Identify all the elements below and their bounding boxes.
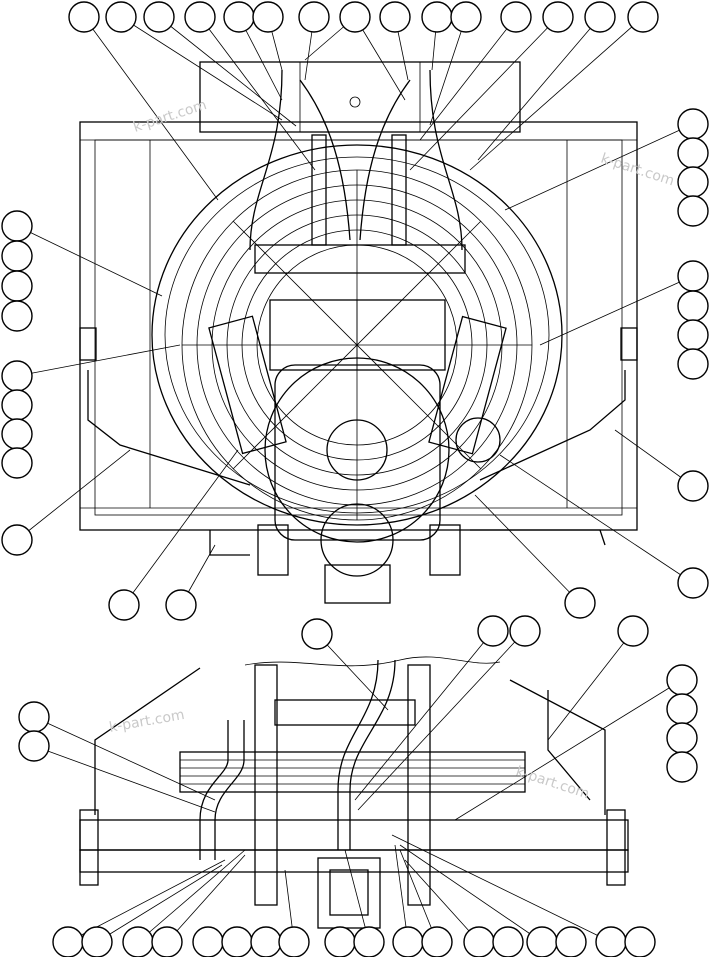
callout-bubble[interactable] [677,319,709,351]
callout-bubble[interactable] [677,166,709,198]
callout-bubble[interactable] [1,418,33,450]
callout-bubble[interactable] [463,926,495,957]
callout-bubble[interactable] [677,348,709,380]
callout-bubble[interactable] [526,926,558,957]
callout-bubble[interactable] [250,926,282,957]
callouts-top-row [68,1,659,33]
callout-bubble[interactable] [379,1,411,33]
callout-bubble[interactable] [339,1,371,33]
callout-bubble[interactable] [122,926,154,957]
callout-bubble[interactable] [421,1,453,33]
callout-bubble[interactable] [353,926,385,957]
callout-bubble[interactable] [666,664,698,696]
callout-bubble[interactable] [52,926,84,957]
callouts-left-column [1,210,33,556]
callout-bubble[interactable] [677,195,709,227]
callout-bubble[interactable] [627,1,659,33]
callout-bubble[interactable] [677,108,709,140]
callout-bubble[interactable] [492,926,524,957]
callouts-mid-row [18,587,698,783]
callouts-bottom-row [52,926,656,957]
callout-bubble[interactable] [666,722,698,754]
callouts-right-column [677,108,709,599]
callout-bubble[interactable] [392,926,424,957]
callout-bubble[interactable] [1,300,33,332]
callout-bubble[interactable] [1,270,33,302]
callout-bubble[interactable] [584,1,616,33]
callout-bubble[interactable] [677,567,709,599]
callout-bubble[interactable] [221,926,253,957]
bottom-view-drawing [79,656,629,929]
callout-bubble[interactable] [421,926,453,957]
callout-bubble[interactable] [509,615,541,647]
callout-bubble[interactable] [677,137,709,169]
callout-bubble[interactable] [1,210,33,242]
callout-bubble[interactable] [666,693,698,725]
callout-bubble[interactable] [1,447,33,479]
callout-bubble[interactable] [666,751,698,783]
callout-bubble[interactable] [252,1,284,33]
callout-bubble[interactable] [1,240,33,272]
callout-bubble[interactable] [301,618,333,650]
callout-bubble[interactable] [624,926,656,957]
callout-bubble[interactable] [1,360,33,392]
callout-bubble[interactable] [81,926,113,957]
callout-bubble[interactable] [1,389,33,421]
callout-bubble[interactable] [143,1,175,33]
callout-bubble[interactable] [165,589,197,621]
callout-bubble[interactable] [677,260,709,292]
callout-bubble[interactable] [223,1,255,33]
callout-bubble[interactable] [1,524,33,556]
callout-bubble[interactable] [555,926,587,957]
callout-bubble[interactable] [542,1,574,33]
callout-bubble[interactable] [18,701,50,733]
watermark-text: k-part.com [131,97,208,136]
callout-bubble[interactable] [108,589,140,621]
callout-bubble[interactable] [184,1,216,33]
callout-bubble[interactable] [298,1,330,33]
callout-bubble[interactable] [324,926,356,957]
callout-bubble[interactable] [477,615,509,647]
callout-bubble[interactable] [617,615,649,647]
callout-bubble[interactable] [151,926,183,957]
callout-bubble[interactable] [564,587,596,619]
callout-bubble[interactable] [450,1,482,33]
top-view-drawing [79,61,638,604]
callout-bubble[interactable] [500,1,532,33]
callout-bubble[interactable] [18,730,50,762]
callout-bubble[interactable] [105,1,137,33]
callout-bubble[interactable] [278,926,310,957]
callout-bubble[interactable] [677,290,709,322]
callout-bubble[interactable] [595,926,627,957]
callout-bubble[interactable] [68,1,100,33]
callout-bubble[interactable] [192,926,224,957]
callout-bubble[interactable] [677,470,709,502]
watermark-text: k-part.com [108,707,186,736]
